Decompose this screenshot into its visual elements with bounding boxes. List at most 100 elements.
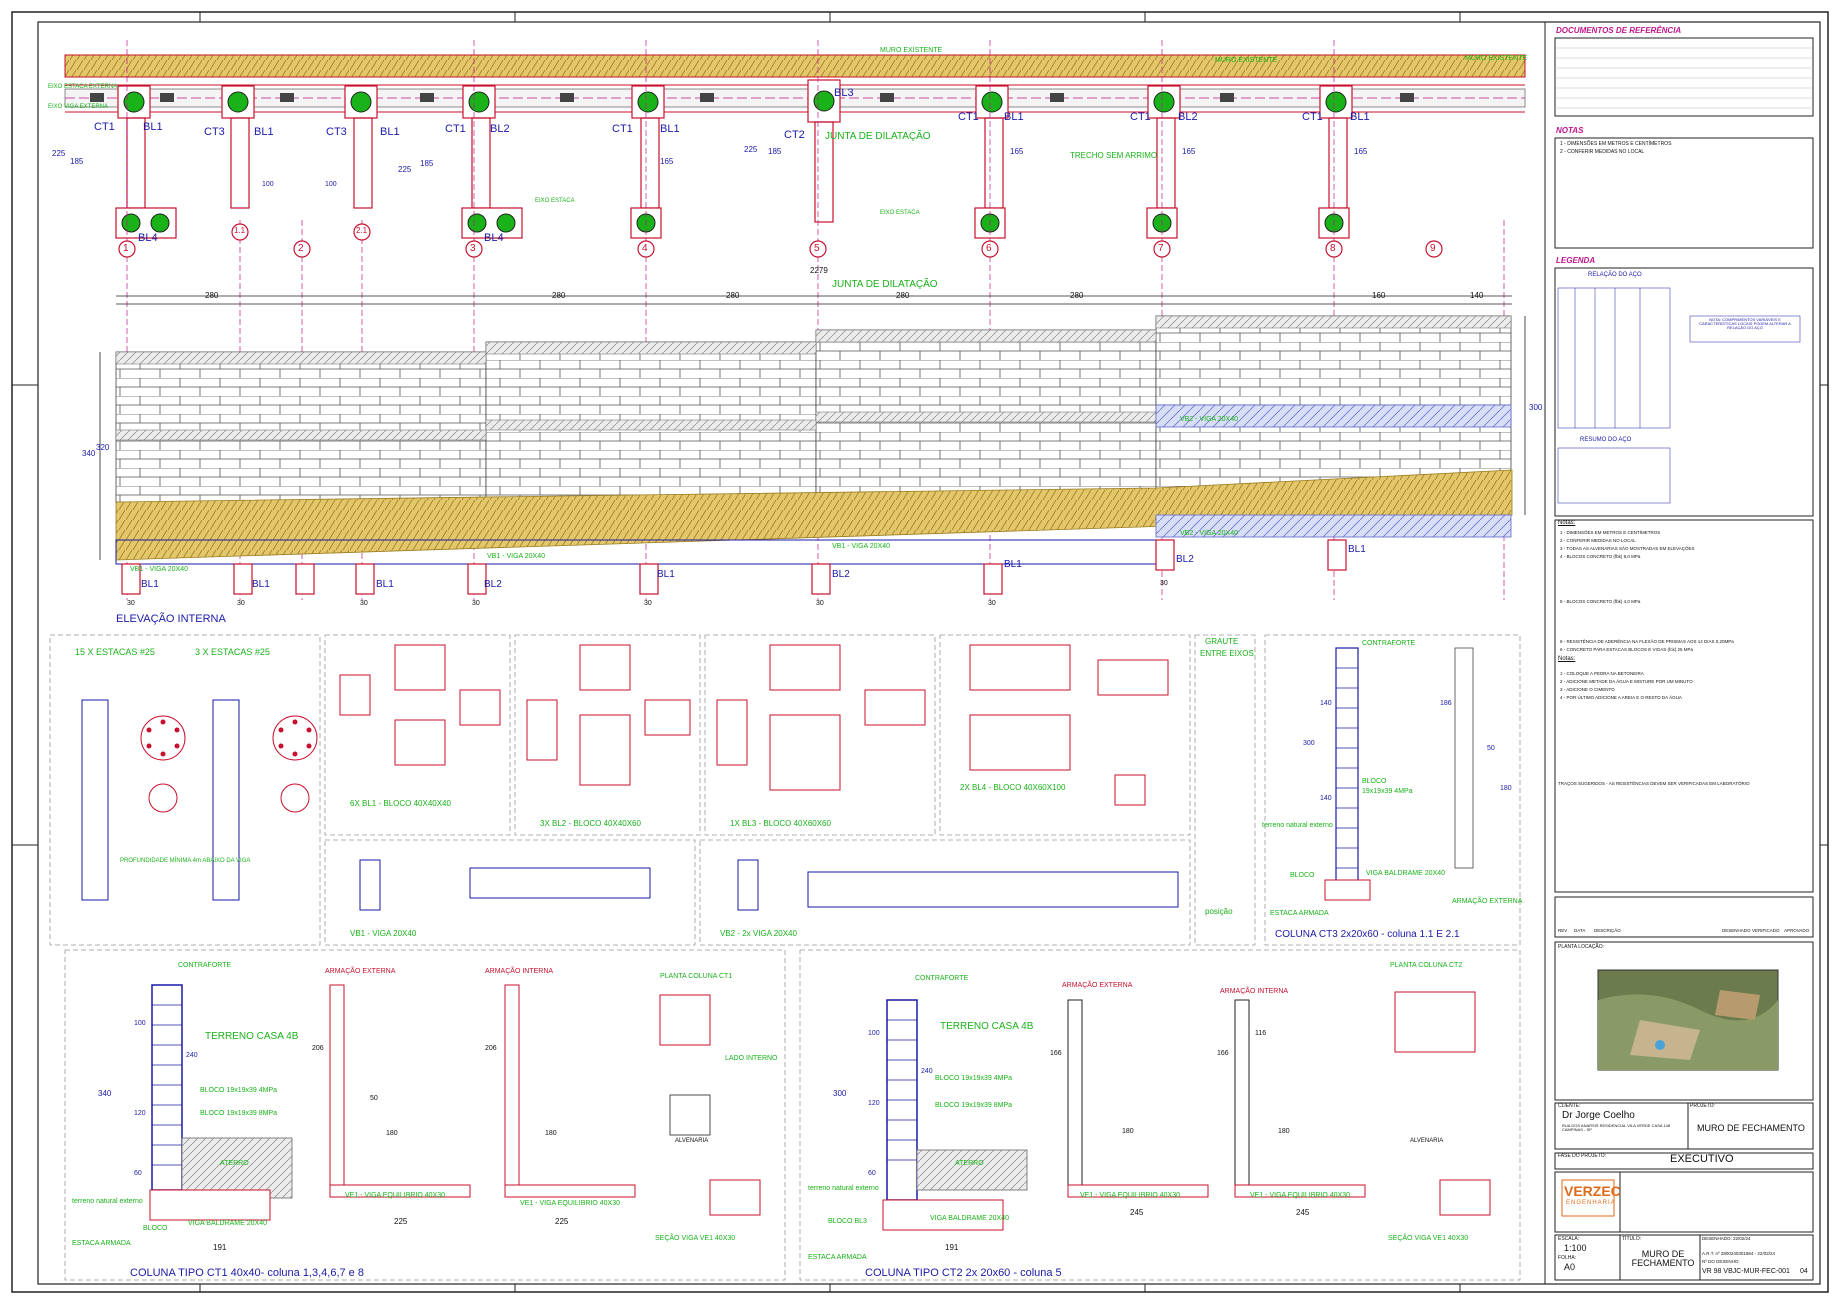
tb-nota-1: 1 - DIMENSÕES EM METROS E CENTÍMETROS <box>1560 141 1672 147</box>
plan-view <box>64 40 1526 600</box>
ct2-dim-120: 120 <box>868 1100 880 1107</box>
tb-escala: 1:100 <box>1564 1243 1587 1253</box>
plan-axis-8: 8 <box>1330 243 1336 254</box>
plan-bl-label-1: BL1 <box>143 121 163 133</box>
plan-bl-label-7: BL1 <box>1004 111 1024 123</box>
plan-bl-label-3: BL1 <box>380 126 400 138</box>
elev-size-7: 30 <box>988 600 996 607</box>
plan-axis-4: 4 <box>642 243 648 254</box>
tb-legenda: LEGENDA <box>1556 256 1596 265</box>
ct2-dim-300: 300 <box>833 1089 847 1098</box>
plan-eixo-estaca-1: EIXO ESTACA <box>535 198 575 204</box>
tb-notas2-5: 5 - BLOCOS CONCRETO (fbk) 4,0 MPa <box>1560 599 1641 604</box>
tb-rev-h-rev: REV <box>1558 928 1568 933</box>
plan-axis-6: 6 <box>986 243 992 254</box>
plan-ct-label-7: CT1 <box>958 111 979 123</box>
tb-notas2-3: 3 - TODAS AS ALVENARIAS SÃO MOSTRADAS EM… <box>1560 546 1695 551</box>
plan-ct-label-1: CT1 <box>94 121 115 133</box>
ct1-dim-180a: 180 <box>386 1130 398 1137</box>
ct2-dim-245a: 245 <box>1130 1208 1144 1217</box>
ct2-dim-191: 191 <box>945 1243 959 1252</box>
tb-titulo-label: TÍTULO: <box>1622 1236 1642 1242</box>
elevation-view <box>99 295 1526 595</box>
elev-span-5: 280 <box>1070 291 1084 300</box>
tb-numero: VR 98 VBJC-MUR-FEC-001 <box>1702 1268 1790 1275</box>
outer-frame <box>11 11 1829 1293</box>
det-profundidade: PROFUNDIDADE MÍNIMA 4m ABAIXO DA VIGA <box>120 858 251 864</box>
elev-size-3: 30 <box>360 600 368 607</box>
ct3-dim-1: 300 <box>1303 740 1315 747</box>
ct3-contraforte: CONTRAFORTE <box>1362 640 1416 647</box>
ct1-dim-206a: 206 <box>312 1045 324 1052</box>
ct1-bloco: BLOCO <box>143 1225 168 1232</box>
ct3-detail <box>1324 647 1474 901</box>
ct2-estaca-armada: ESTACA ARMADA <box>808 1254 867 1261</box>
plan-ct-label-5: CT1 <box>445 123 466 135</box>
elev-size-6: 30 <box>816 600 824 607</box>
ct2-aterro: ATERRO <box>955 1160 984 1167</box>
plan-ct-label-2: CT3 <box>204 126 225 138</box>
tb-projeto: MURO DE FECHAMENTO <box>1697 1123 1805 1133</box>
tb-rev-h-verificado: VERIFICADO <box>1752 928 1780 933</box>
tb-projeto-label: PROJETO: <box>1690 1103 1715 1109</box>
tb-art: A.R.T. nº 2800240301884 - 22/02/24 <box>1702 1251 1775 1256</box>
ct1-dim-100: 100 <box>134 1020 146 1027</box>
ct1-lado: LADO INTERNO <box>725 1055 778 1062</box>
det-graute-2: ENTRE EIXOS <box>1200 649 1254 658</box>
plan-bl4-label-2: BL4 <box>484 232 504 244</box>
ct3-bloco-spec: 19x19x39 4MPa <box>1362 788 1413 795</box>
elev-span-2: 280 <box>552 291 566 300</box>
ct2-dim-180a: 180 <box>1122 1128 1134 1135</box>
ct1-bloco-4mpa: BLOCO 19x19x39 4MPa <box>200 1087 278 1094</box>
tb-cliente-end: RUA DOS ANARSIS RESIDENCIAL VILA VERDE C… <box>1562 1123 1671 1132</box>
elev-size-2: 30 <box>237 600 245 607</box>
ct2-viga-baldrame: VIGA BALDRAME 20X40 <box>930 1215 1009 1222</box>
plan-dim-11: 165 <box>1182 147 1196 156</box>
ct2-secao: SEÇÃO VIGA VE1 40X30 <box>1388 1235 1469 1242</box>
plan-axis-7: 7 <box>1158 243 1164 254</box>
ct2-armacao-int: ARMAÇÃO INTERNA <box>1220 988 1289 995</box>
ct2-armacao-ext: ARMAÇÃO EXTERNA <box>1062 982 1133 989</box>
tb-notas: NOTAS <box>1556 126 1584 135</box>
plan-dim-5: 225 <box>398 165 412 174</box>
ct3-dim-4: 180 <box>1500 785 1512 792</box>
ct2-dim-166b: 166 <box>1217 1050 1229 1057</box>
elev-height-320: 320 <box>96 443 110 452</box>
tb-notas2-6: 6 - RESISTÊNCIA DE ADERÊNCIA NA FLEXÃO D… <box>1560 639 1734 644</box>
plan-eixo-estaca-externa: EIXO ESTACA EXTERNA <box>48 84 118 90</box>
elev-viga-5: VB2 - VIGA 20X40 <box>1180 530 1238 537</box>
elev-size-4: 30 <box>472 600 480 607</box>
tb-notas3-2: 2 - ADICIONE METADE DA ÁGUA E MISTURE PO… <box>1560 679 1693 684</box>
ct3-dim-3: 140 <box>1320 795 1332 802</box>
elev-viga-1: VB1 - VIGA 20X40 <box>130 566 188 573</box>
ct1-planta: PLANTA COLUNA CT1 <box>660 973 733 980</box>
ct1-dim-120: 120 <box>134 1110 146 1117</box>
ct2-viga-eq-1: VE1 - VIGA EQUILIBRIO 40X30 <box>1080 1192 1180 1199</box>
plan-dim-10: 165 <box>1010 147 1024 156</box>
plan-eixo-estaca-2: EIXO ESTACA <box>880 210 920 216</box>
plan-bl-label-8: BL2 <box>1178 111 1198 123</box>
tb-docs-ref: DOCUMENTOS DE REFERÊNCIA <box>1556 26 1682 35</box>
ct1-dim-225a: 225 <box>394 1217 408 1226</box>
tb-cliente: Dr Jorge Coelho <box>1562 1110 1635 1121</box>
tb-fase: EXECUTIVO <box>1670 1153 1734 1165</box>
ct2-terreno: TERRENO CASA 4B <box>940 1021 1034 1032</box>
tb-logo-name: VERZEC <box>1564 1183 1621 1199</box>
elev-total-dim: 2279 <box>810 266 828 275</box>
det-vb1-title: VB1 - VIGA 20X40 <box>350 929 417 938</box>
ct1-armacao-ext: ARMAÇÃO EXTERNA <box>325 968 396 975</box>
ct2-dim-60: 60 <box>868 1170 876 1177</box>
ct2-alvenaria: ALVENARIA <box>1410 1138 1444 1144</box>
ct2-detail <box>882 991 1491 1231</box>
ct1-alvenaria: ALVENARIA <box>675 1138 709 1144</box>
ct3-dim-6: 50 <box>1487 745 1495 752</box>
tb-notas2: Notas: <box>1558 520 1576 526</box>
tb-fase-label: FASE DO PROJETO: <box>1558 1153 1606 1159</box>
ct3-bloco: BLOCO <box>1362 778 1387 785</box>
ct1-viga-eq-1: VE1 - VIGA EQUILIBRIO 40X30 <box>345 1192 445 1199</box>
ct3-bloco-2: BLOCO <box>1290 872 1315 879</box>
ct2-planta: PLANTA COLUNA CT2 <box>1390 962 1463 969</box>
tb-escala-label: ESCALA: <box>1558 1236 1580 1242</box>
plan-muro-existente-2: MURO EXISTENTE <box>1215 57 1278 64</box>
